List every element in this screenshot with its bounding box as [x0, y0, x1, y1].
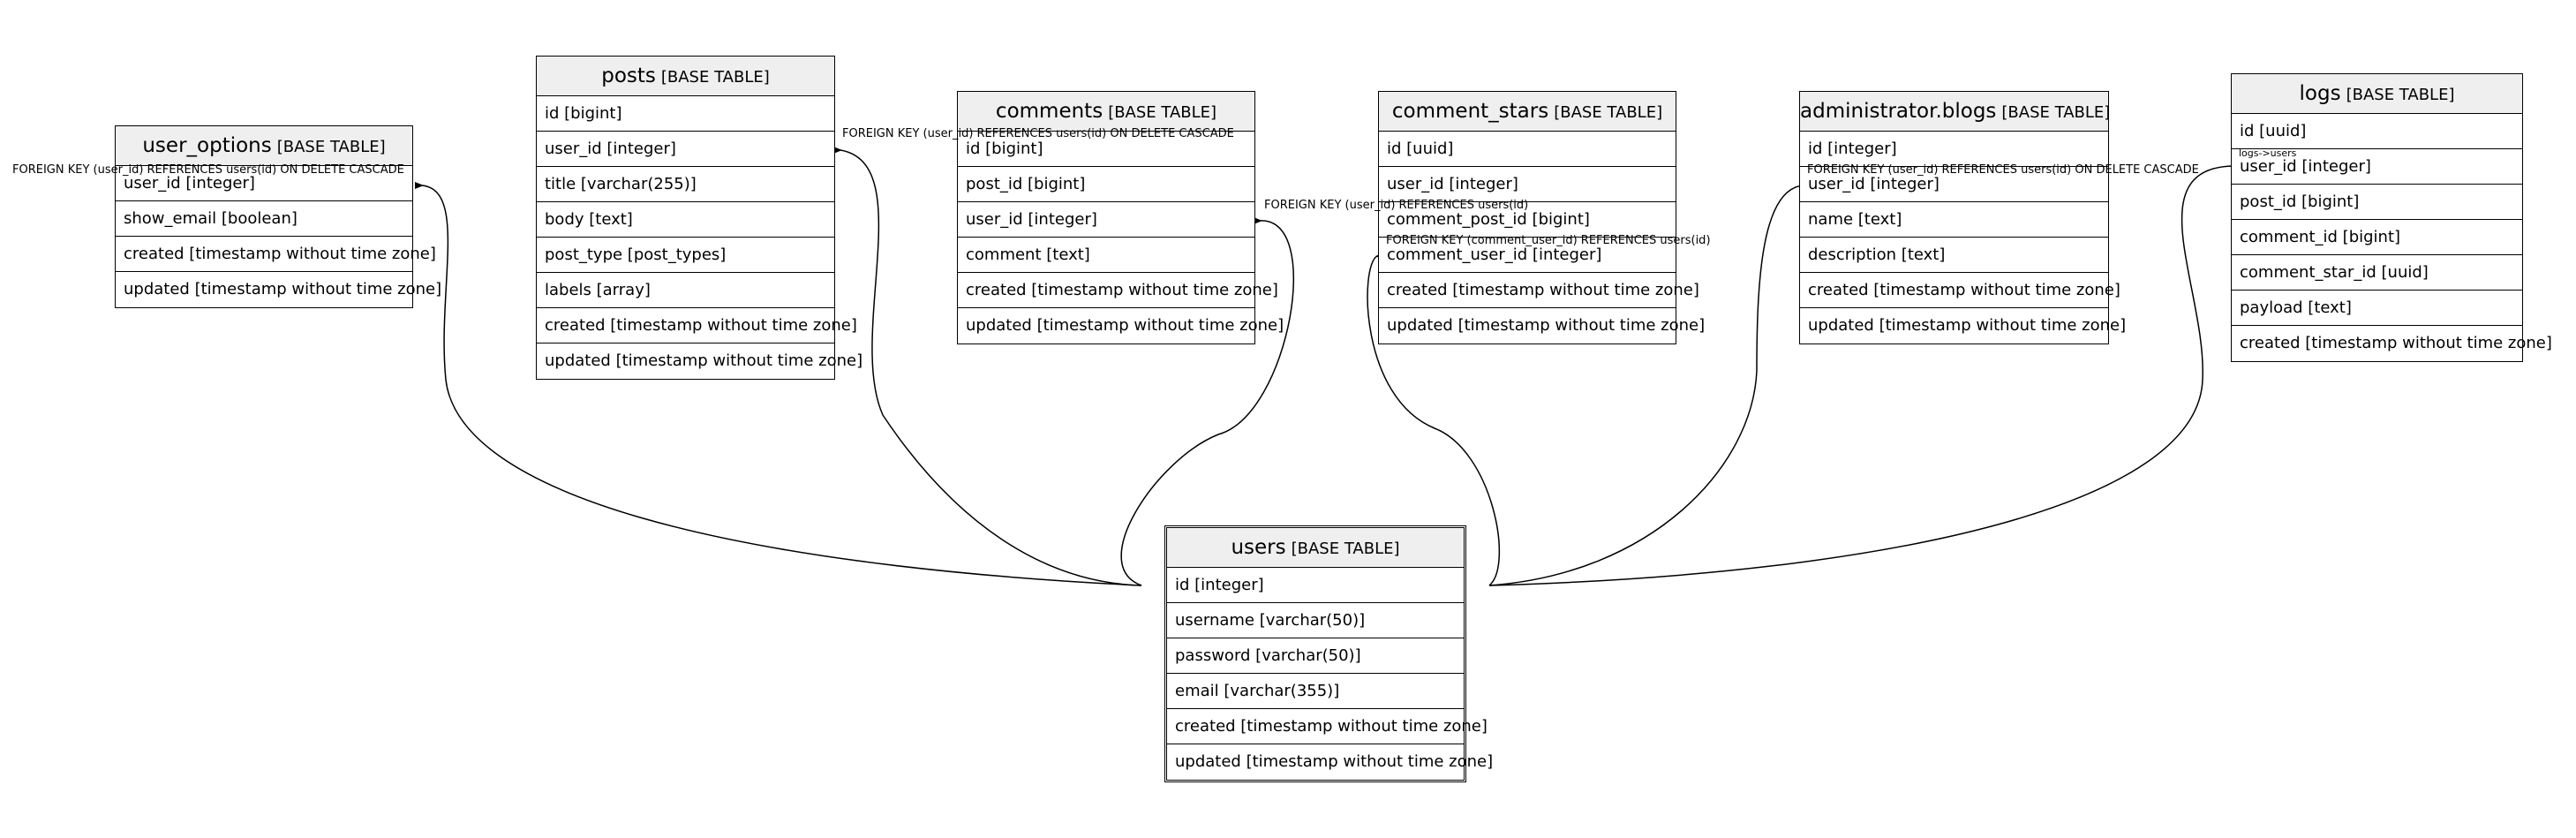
edge-posts-users: [840, 149, 1142, 586]
table-kind: [BASE TABLE]: [1291, 540, 1400, 558]
column-row: user_id [integer]: [116, 166, 412, 201]
edge-comments-users: [1120, 220, 1295, 586]
column-row: post_id [bigint]: [958, 167, 1254, 202]
column-row: created [timestamp without time zone]: [537, 308, 857, 344]
table-header: comments [BASE TABLE]: [958, 92, 1254, 132]
column-row: created [timestamp without time zone]: [116, 237, 436, 272]
table-comments[interactable]: comments [BASE TABLE] id [bigint] post_id…: [957, 91, 1284, 344]
table-kind: [BASE TABLE]: [1554, 103, 1663, 122]
table-logs[interactable]: logs [BASE TABLE] id [uuid] user_id [inte…: [2231, 73, 2552, 362]
table-kind: [BASE TABLE]: [1108, 103, 1217, 122]
column-row: labels [array]: [537, 273, 834, 308]
column-row: id [integer]: [1167, 568, 1464, 603]
arrowhead-posts: [833, 147, 842, 154]
table-name: logs: [2299, 82, 2341, 105]
column-row: comment [text]: [958, 238, 1254, 273]
column-row: payload [text]: [2232, 291, 2522, 326]
column-row: created [timestamp without time zone]: [1800, 273, 2120, 308]
table-users[interactable]: users [BASE TABLE] id [integer] username …: [1164, 525, 1494, 782]
column-row: updated [timestamp without time zone]: [1808, 316, 2127, 335]
edge-label-comment-stars: FOREIGN KEY (comment_user_id) REFERENCES…: [1386, 234, 1711, 247]
column-row: updated [timestamp without time zone]: [1387, 316, 1706, 335]
column-row: post_type [post_types]: [537, 238, 834, 273]
column-row: comment_user_id [integer]: [1379, 238, 1676, 273]
column-row: id [bigint]: [958, 132, 1254, 167]
column-row: password [varchar(50)]: [1167, 638, 1464, 674]
column-row: updated [timestamp without time zone]: [1175, 752, 1494, 771]
column-row: body [text]: [537, 202, 834, 238]
column-row: updated [timestamp without time zone]: [124, 280, 442, 298]
edge-blogs-users: [1488, 185, 1806, 586]
column-row: user_id [integer]: [1379, 167, 1676, 202]
table-name: administrator.blogs: [1800, 100, 1997, 123]
column-row: created [timestamp without time zone]: [1167, 709, 1488, 744]
table-kind: [BASE TABLE]: [2346, 86, 2455, 104]
column-row: comment_star_id [uuid]: [2232, 255, 2522, 291]
table-header: user_options[BASE TABLE]: [116, 126, 412, 166]
table-kind: [BASE TABLE]: [660, 68, 770, 87]
table-header: users [BASE TABLE]: [1167, 528, 1464, 568]
column-row: comment_id [bigint]: [2232, 220, 2522, 255]
edge-label-user-options: FOREIGN KEY (user_id) REFERENCES users(i…: [12, 163, 404, 177]
column-row: show_email [boolean]: [116, 201, 412, 237]
column-row: id [bigint]: [537, 96, 834, 132]
column-row: id [uuid]: [1379, 132, 1676, 167]
table-header: logs [BASE TABLE]: [2232, 74, 2522, 114]
column-row: user_id [integer]: [1800, 167, 2108, 202]
column-row: title [varchar(255)]: [537, 167, 834, 202]
column-row: user_id [integer]: [537, 132, 834, 167]
table-header: posts[BASE TABLE]: [537, 57, 834, 96]
edge-label-blogs: FOREIGN KEY (user_id) REFERENCES users(i…: [1807, 163, 2199, 177]
table-name: comments: [995, 100, 1103, 123]
column-row: comment_post_id [bigint]: [1379, 202, 1676, 238]
column-row: email [varchar(355)]: [1167, 674, 1464, 709]
arrowhead-user-options: [415, 182, 424, 189]
column-row: username [varchar(50)]: [1167, 603, 1464, 638]
table-comment-stars[interactable]: comment_stars [BASE TABLE] id [uuid] user…: [1378, 91, 1706, 344]
column-row: user_id [integer]: [958, 202, 1254, 238]
edge-user-options-users: [421, 185, 1142, 586]
column-row: created [timestamp without time zone]: [958, 273, 1278, 308]
edge-label-comments: FOREIGN KEY (user_id) REFERENCES users(i…: [1264, 199, 1529, 212]
arrowhead-comments: [1254, 217, 1262, 224]
column-row: id [integer]: [1800, 132, 2108, 167]
table-user-options[interactable]: user_options[BASE TABLE] user_id [intege…: [115, 125, 442, 308]
table-header: comment_stars [BASE TABLE]: [1379, 92, 1676, 132]
table-name: user_options: [142, 134, 272, 157]
table-administrator-blogs[interactable]: administrator.blogs[BASE TABLE] id [inte…: [1799, 91, 2127, 344]
table-name: posts: [601, 64, 656, 87]
column-row: updated [timestamp without time zone]: [545, 351, 863, 370]
table-header: administrator.blogs[BASE TABLE]: [1800, 92, 2111, 132]
table-kind: [BASE TABLE]: [276, 138, 386, 156]
column-row: created [timestamp without time zone]: [2240, 334, 2552, 352]
column-row: updated [timestamp without time zone]: [966, 316, 1284, 335]
edge-logs-users: [1488, 165, 2234, 586]
table-name: users: [1231, 536, 1286, 559]
table-name: comment_stars: [1391, 100, 1549, 123]
edge-label-posts: FOREIGN KEY (user_id) REFERENCES users(i…: [842, 127, 1234, 140]
edge-label-logs: logs->users: [2239, 147, 2297, 159]
table-kind: [BASE TABLE]: [2001, 103, 2111, 122]
column-row: user_id [integer]: [2232, 149, 2522, 185]
column-row: description [text]: [1800, 238, 2108, 273]
column-row: name [text]: [1800, 202, 2108, 238]
column-row: post_id [bigint]: [2232, 185, 2522, 220]
column-row: created [timestamp without time zone]: [1379, 273, 1699, 308]
edge-comment-stars-users: [1367, 255, 1501, 586]
column-row: id [uuid]: [2232, 114, 2522, 149]
table-posts[interactable]: posts[BASE TABLE] id [bigint] user_id [i…: [536, 56, 863, 380]
